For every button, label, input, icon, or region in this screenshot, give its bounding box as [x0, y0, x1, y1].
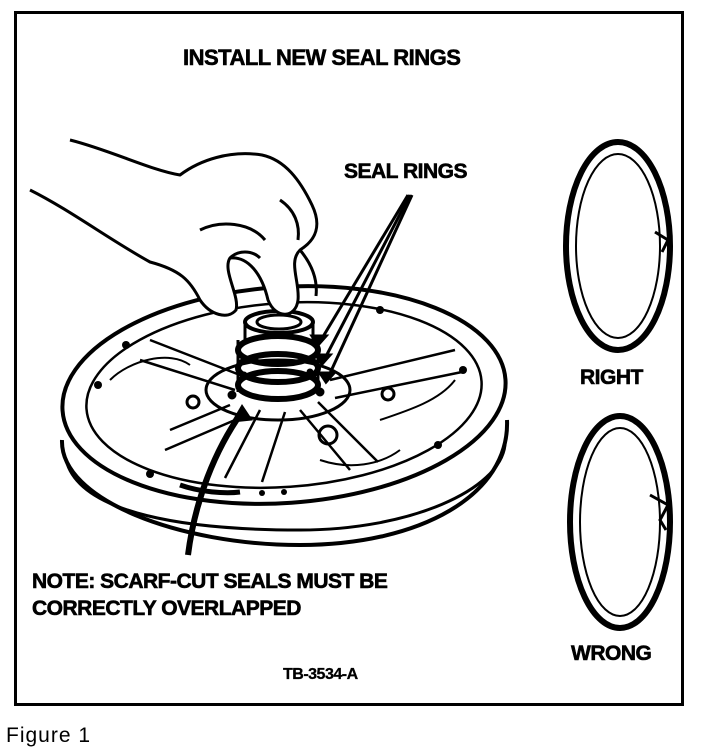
- callout-lines: [309, 194, 414, 385]
- seal-rings-label: SEAL RINGS: [344, 160, 468, 184]
- note-line-2: CORRECTLY OVERLAPPED: [32, 597, 302, 621]
- note-text: NOTE: SCARF-CUT SEALS MUST BE CORRECTLY …: [32, 568, 388, 622]
- figure-title: INSTALL NEW SEAL RINGS: [183, 45, 462, 71]
- hub: [204, 309, 352, 422]
- right-label: RIGHT: [580, 366, 644, 390]
- reference-code: TB-3534-A: [283, 666, 358, 683]
- note-line-1: NOTE: SCARF-CUT SEALS MUST BE: [32, 570, 388, 594]
- right-ring-illustration: [563, 139, 673, 353]
- hand: [29, 138, 319, 317]
- wrong-label: WRONG: [571, 642, 652, 666]
- note-arrow: [185, 404, 253, 556]
- figure-caption: Figure 1: [6, 724, 92, 747]
- bolt-holes: [94, 306, 467, 496]
- wrong-ring-illustration: [567, 413, 673, 631]
- figure-frame: [14, 11, 684, 706]
